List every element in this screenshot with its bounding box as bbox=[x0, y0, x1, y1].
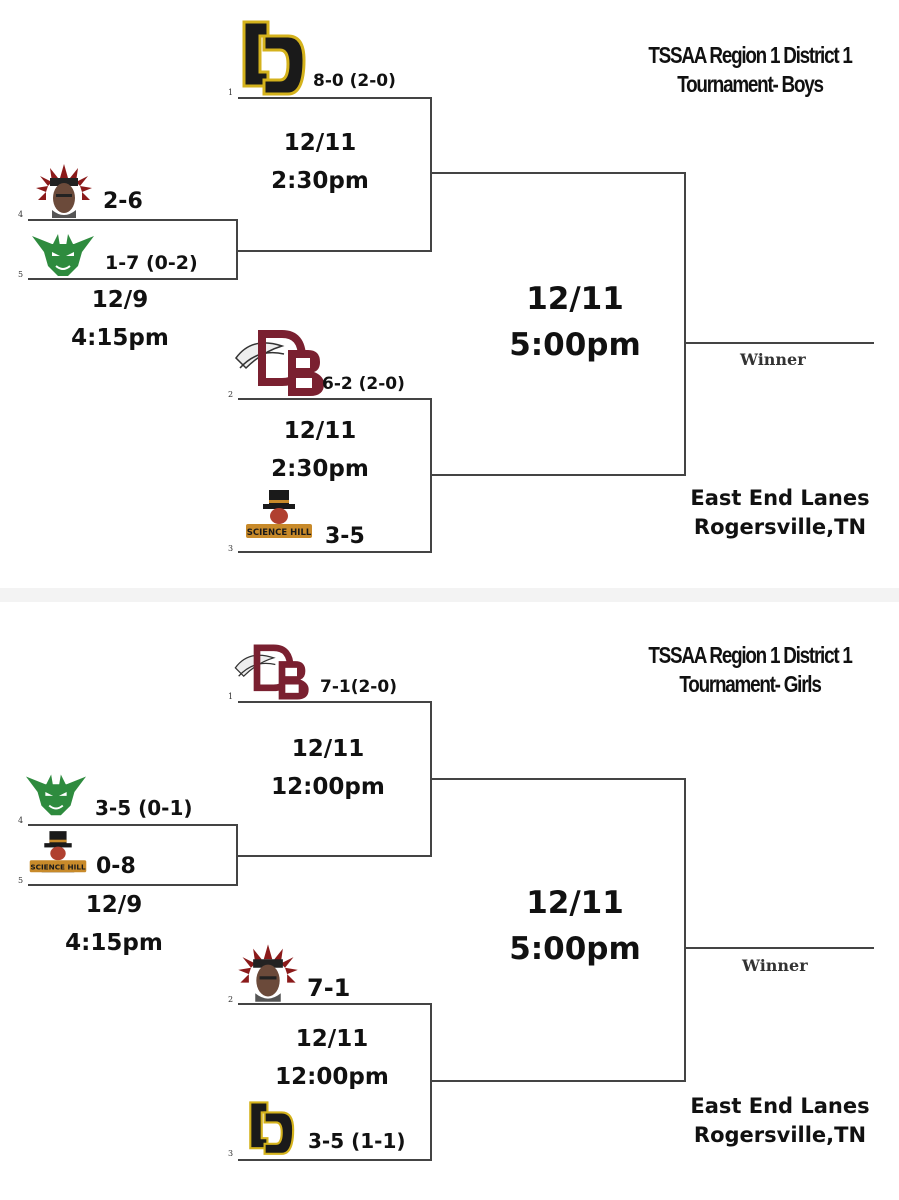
girls-title-line2: Tournament- Girls bbox=[679, 671, 821, 697]
slot-time: 4:15pm bbox=[71, 325, 169, 351]
science-hill-hilltopper-logo: SCIENCE HILL bbox=[29, 831, 87, 873]
chief-headdress-logo bbox=[238, 944, 298, 1002]
semifinal-slot: 12/11 12:00pm bbox=[248, 730, 408, 806]
team-record: 3-5 (0-1) bbox=[95, 796, 193, 820]
first-round-slot: 12/9 4:15pm bbox=[34, 886, 194, 962]
seed-number: 1 bbox=[228, 692, 234, 701]
slot-date: 12/11 bbox=[526, 885, 624, 921]
seed-number: 2 bbox=[228, 390, 234, 399]
slot-time: 12:00pm bbox=[271, 774, 385, 800]
slot-date: 12/11 bbox=[283, 130, 357, 156]
bracket-line bbox=[238, 1159, 432, 1161]
winner-label: Winner bbox=[742, 956, 808, 975]
team-record: 0-8 bbox=[96, 854, 136, 879]
team-record: 7-1 bbox=[307, 974, 351, 1002]
green-devil-logo bbox=[32, 234, 94, 276]
seed-number: 5 bbox=[18, 876, 24, 885]
slot-time: 4:15pm bbox=[65, 930, 163, 956]
seed-number: 4 bbox=[18, 816, 24, 825]
bracket-line bbox=[430, 398, 432, 553]
team-record: 1-7 (0-2) bbox=[105, 252, 198, 274]
semifinal-slot: 12/11 2:30pm bbox=[240, 124, 400, 200]
bracket-line bbox=[432, 778, 686, 780]
slot-date: 12/11 bbox=[526, 281, 624, 317]
seed-number: 5 bbox=[18, 270, 24, 279]
team-record: 7-1(2-0) bbox=[320, 677, 397, 697]
slot-time: 5:00pm bbox=[509, 327, 641, 363]
boys-bracket: TSSAA Region 1 District 1 Tournament- Bo… bbox=[18, 20, 899, 553]
bracket-line bbox=[684, 778, 686, 1082]
science-hill-hilltopper-logo: SCIENCE HILL bbox=[246, 490, 312, 538]
venue: East End Lanes Rogersville,TN bbox=[660, 484, 899, 542]
winner-line bbox=[686, 342, 874, 344]
team-record: 2-6 bbox=[103, 189, 143, 214]
bracket-line bbox=[236, 219, 238, 280]
girls-title-line1: TSSAA Region 1 District 1 bbox=[648, 642, 853, 668]
bracket-line bbox=[432, 172, 686, 174]
db-feather-logo bbox=[235, 330, 324, 396]
slot-time: 12:00pm bbox=[275, 1064, 389, 1090]
team-record: 8-0 (2-0) bbox=[313, 71, 396, 91]
bracket-line bbox=[238, 1003, 432, 1005]
slot-date: 12/9 bbox=[91, 287, 149, 313]
bracket-line bbox=[28, 219, 238, 221]
semifinal-slot: 12/11 12:00pm bbox=[252, 1020, 412, 1096]
slot-date: 12/11 bbox=[295, 1026, 369, 1052]
bracket-line bbox=[238, 398, 432, 400]
venue-line1: East End Lanes bbox=[690, 1094, 870, 1118]
slot-time: 2:30pm bbox=[271, 456, 369, 482]
boys-title-line1: TSSAA Region 1 District 1 bbox=[648, 42, 853, 68]
slot-date: 12/11 bbox=[283, 418, 357, 444]
final-slot: 12/11 5:00pm bbox=[490, 276, 660, 368]
girls-bracket: TSSAA Region 1 District 1 Tournament- Gi… bbox=[0, 600, 899, 1200]
green-devil-logo bbox=[25, 774, 87, 816]
bracket-line bbox=[430, 1003, 432, 1161]
boys-title-line2: Tournament- Boys bbox=[677, 71, 824, 97]
bracket-line bbox=[238, 97, 432, 99]
bracket-line bbox=[238, 551, 432, 553]
science-hill-text: SCIENCE HILL bbox=[30, 863, 86, 872]
slot-time: 5:00pm bbox=[509, 931, 641, 967]
chief-headdress-logo bbox=[36, 164, 92, 218]
venue-line1: East End Lanes bbox=[690, 486, 870, 510]
seed-number: 1 bbox=[228, 88, 234, 97]
bracket-line bbox=[430, 701, 432, 857]
bracket-line bbox=[432, 474, 686, 476]
slot-time: 2:30pm bbox=[271, 168, 369, 194]
venue-line2: Rogersville,TN bbox=[693, 1123, 867, 1147]
bracket-line bbox=[238, 250, 432, 252]
winner-label: Winner bbox=[740, 350, 806, 369]
bracket-line bbox=[28, 884, 238, 886]
science-hill-text: SCIENCE HILL bbox=[247, 528, 312, 538]
db-feather-logo bbox=[234, 644, 309, 700]
slot-date: 12/9 bbox=[85, 892, 143, 918]
cd-logo bbox=[249, 1101, 295, 1155]
boys-title: TSSAA Region 1 District 1 Tournament- Bo… bbox=[627, 41, 873, 99]
final-slot: 12/11 5:00pm bbox=[490, 880, 660, 972]
bracket-line bbox=[238, 701, 432, 703]
bracket-line bbox=[236, 824, 238, 886]
bracket-line bbox=[684, 172, 686, 476]
seed-number: 3 bbox=[228, 1149, 234, 1158]
team-record: 3-5 bbox=[325, 524, 365, 549]
girls-title: TSSAA Region 1 District 1 Tournament- Gi… bbox=[627, 641, 873, 699]
bracket-line bbox=[432, 1080, 686, 1082]
team-record: 6-2 (2-0) bbox=[322, 374, 405, 394]
semifinal-slot: 12/11 2:30pm bbox=[240, 412, 400, 488]
seed-number: 2 bbox=[228, 995, 234, 1004]
seed-number: 3 bbox=[228, 544, 234, 553]
bracket-line bbox=[28, 278, 238, 280]
section-divider bbox=[0, 588, 899, 602]
winner-line bbox=[686, 947, 874, 949]
bracket-line bbox=[238, 855, 432, 857]
slot-date: 12/11 bbox=[291, 736, 365, 762]
venue: East End Lanes Rogersville,TN bbox=[660, 1092, 899, 1150]
venue-line2: Rogersville,TN bbox=[693, 515, 867, 539]
cd-logo bbox=[242, 20, 306, 96]
first-round-slot: 12/9 4:15pm bbox=[40, 281, 200, 357]
team-record: 3-5 (1-1) bbox=[308, 1129, 406, 1153]
seed-number: 4 bbox=[18, 210, 24, 219]
bracket-line bbox=[430, 97, 432, 252]
bracket-line bbox=[28, 824, 238, 826]
